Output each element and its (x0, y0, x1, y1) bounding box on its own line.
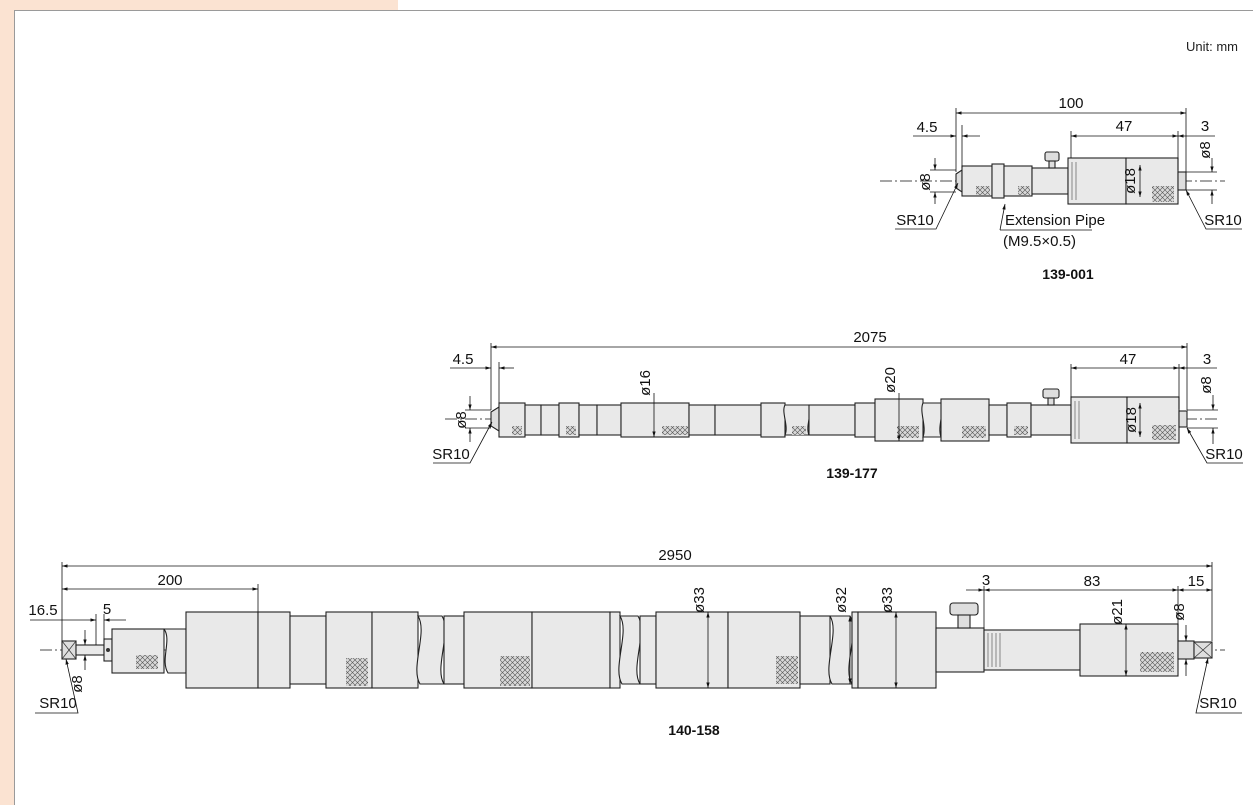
break-mark-3 (618, 615, 642, 685)
sr-left: SR10 (432, 446, 470, 463)
dim-anvil-step: 5 (103, 601, 111, 618)
body-seg-3 (289, 615, 327, 685)
lock-stem (1048, 160, 1056, 169)
dim-head-len: 83 (1084, 573, 1101, 590)
dim-dia-left: ø8 (917, 173, 934, 191)
sr-right: SR10 (1205, 446, 1243, 463)
model-label: 140-158 (668, 722, 720, 738)
lock-knob (1042, 388, 1060, 399)
rod-seg-9 (760, 402, 786, 438)
anvil-rod (75, 644, 105, 656)
dim-first-seg: 200 (157, 572, 182, 589)
body-seg-14 (851, 611, 859, 689)
dim-dia-head: ø21 (1109, 599, 1126, 625)
dim-anvil-len: 16.5 (28, 602, 57, 619)
dim-dia-body1: ø33 (691, 587, 708, 613)
rod-seg-12 (988, 404, 1008, 436)
body-seg-9 (609, 611, 621, 689)
callout-line2: (M9.5×0.5) (1003, 233, 1076, 250)
dim-tip-len: 3 (1201, 118, 1209, 135)
dim-dia-body3: ø33 (879, 587, 896, 613)
break-mark-2 (416, 615, 446, 685)
body-seg-6 (443, 615, 465, 685)
dim-dia-right: ø8 (1171, 603, 1188, 621)
body-seg-11 (655, 611, 729, 689)
sr-left: SR10 (896, 212, 934, 229)
dim-tip-len: 3 (1203, 351, 1211, 368)
model-label: 139-177 (826, 465, 878, 481)
dim-gap: 3 (982, 572, 990, 589)
knurl-1 (976, 186, 990, 195)
unit-label: Unit: mm (1186, 39, 1238, 54)
dim-anvil-len: 4.5 (917, 119, 938, 136)
left-margin-band (0, 0, 14, 805)
anvil-tip (955, 168, 963, 194)
spindle-tip (1178, 410, 1188, 428)
break-mark-1 (162, 628, 187, 674)
dim-dia-left: ø8 (453, 411, 470, 429)
body-seg-2 (257, 611, 291, 689)
anvil-tip (490, 406, 500, 432)
rod-seg-10 (808, 404, 856, 436)
thimble-graduations (987, 633, 1001, 667)
dim-dia-left: ø8 (69, 675, 86, 693)
dim-dia-body2: ø32 (833, 587, 850, 613)
knurl-2 (1018, 186, 1030, 195)
body-seg-15 (857, 611, 937, 689)
body-seg-1 (185, 611, 259, 689)
rod-seg-5 (578, 404, 598, 436)
dim-head-len: 47 (1116, 118, 1133, 135)
dim-dia-head: ø18 (1122, 168, 1139, 194)
lock-knob (949, 602, 979, 616)
rod-seg-6 (596, 404, 622, 436)
sr-right: SR10 (1204, 212, 1242, 229)
dim-overall: 100 (1058, 95, 1083, 112)
thimble-graduations (1071, 162, 1077, 200)
dim-tip-len: 15 (1188, 573, 1205, 590)
callout-line1: Extension Pipe (1005, 212, 1105, 229)
dim-dia-right: ø8 (1197, 141, 1214, 159)
rod-seg-3 (540, 404, 560, 436)
dim-dia-rod: ø16 (637, 370, 654, 396)
micrometer-head (983, 629, 1081, 671)
clamp-section (1030, 404, 1072, 436)
thimble-knurl (1152, 186, 1174, 202)
sr-left: SR10 (39, 695, 77, 712)
drawing-140-158: 2950 200 16.5 5 ø8 ø33 ø32 ø33 3 83 15 ø… (28, 547, 1242, 738)
break-mark-2 (921, 402, 943, 438)
break-mark-4 (828, 615, 854, 685)
rod-seg-11 (854, 402, 876, 438)
drawing-139-177: 2075 4.5 47 3 ø8 ø16 ø20 ø18 ø8 SR10 (432, 329, 1243, 481)
dim-dia-right: ø8 (1198, 376, 1215, 394)
body-seg-10 (639, 615, 657, 685)
dim-overall: 2075 (853, 329, 886, 346)
dim-head-len: 47 (1120, 351, 1137, 368)
micrometer-head (1067, 157, 1127, 205)
rod-seg-7 (688, 404, 716, 436)
rod-seg-2 (524, 404, 542, 436)
dim-dia-head: ø18 (1123, 407, 1140, 433)
rod-seg-8 (714, 404, 762, 436)
body-seg-5 (371, 611, 419, 689)
clamp-section (1031, 167, 1069, 195)
spindle (1177, 640, 1195, 660)
dim-dia-joint: ø20 (882, 367, 899, 393)
dim-overall: 2950 (658, 547, 691, 564)
drawing-139-001: 100 4.5 47 3 ø8 ø18 ø8 SR10 SR10 E (880, 95, 1242, 282)
sr-right: SR10 (1199, 695, 1237, 712)
clamp-section (935, 627, 985, 673)
body-seg-8 (531, 611, 611, 689)
spindle-tip (1177, 171, 1187, 191)
top-tab-band (0, 0, 398, 10)
body-section-2 (991, 163, 1005, 199)
body-seg-13 (799, 615, 831, 685)
model-label: 139-001 (1042, 266, 1094, 282)
dim-anvil-len: 4.5 (453, 351, 474, 368)
micrometer-head (1070, 396, 1128, 444)
lock-knob (1044, 151, 1060, 162)
